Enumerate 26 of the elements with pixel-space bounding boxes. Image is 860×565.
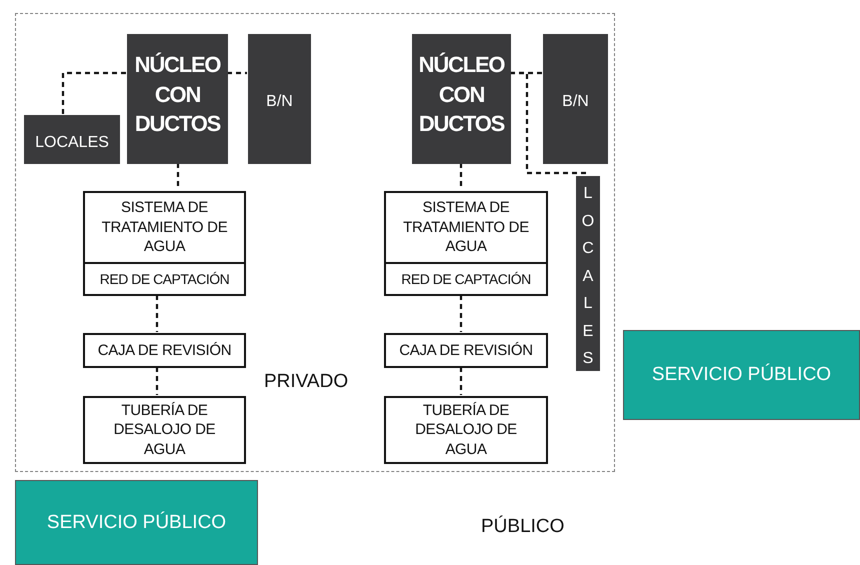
process-box: CAJA DE REVISIÓN — [384, 333, 548, 368]
public-service-box: SERVICIO PÚBLICO — [15, 480, 258, 565]
dashed-connector — [460, 295, 462, 332]
zone-label: PÚBLICO — [481, 516, 564, 538]
room-block: LOCALES — [24, 115, 120, 164]
private-zone — [15, 13, 615, 472]
process-box: TUBERÍA DE DESALOJO DE AGUA — [83, 396, 246, 464]
duct-core-block: NÚCLEO CON DUCTOS — [412, 34, 511, 164]
dashed-connector — [62, 72, 126, 114]
room-block: B/N — [248, 34, 311, 164]
process-box: RED DE CAPTACIÓN — [83, 262, 246, 296]
room-block: B/N — [543, 34, 608, 164]
dashed-connector — [460, 367, 462, 395]
process-box: SISTEMA DE TRATAMIENTO DE AGUA — [83, 191, 246, 264]
zone-label: PRIVADO — [264, 371, 348, 393]
process-box: RED DE CAPTACIÓN — [384, 262, 548, 296]
dashed-connector — [510, 72, 588, 175]
process-box: TUBERÍA DE DESALOJO DE AGUA — [384, 396, 548, 464]
dashed-connector — [227, 72, 247, 74]
process-box: CAJA DE REVISIÓN — [83, 333, 246, 368]
room-block: LOCALES — [576, 176, 600, 371]
public-service-box: SERVICIO PÚBLICO — [623, 330, 860, 420]
dashed-connector — [156, 295, 158, 332]
duct-core-block: NÚCLEO CON DUCTOS — [127, 34, 228, 164]
process-box: SISTEMA DE TRATAMIENTO DE AGUA — [384, 191, 548, 264]
dashed-connector — [156, 367, 158, 395]
